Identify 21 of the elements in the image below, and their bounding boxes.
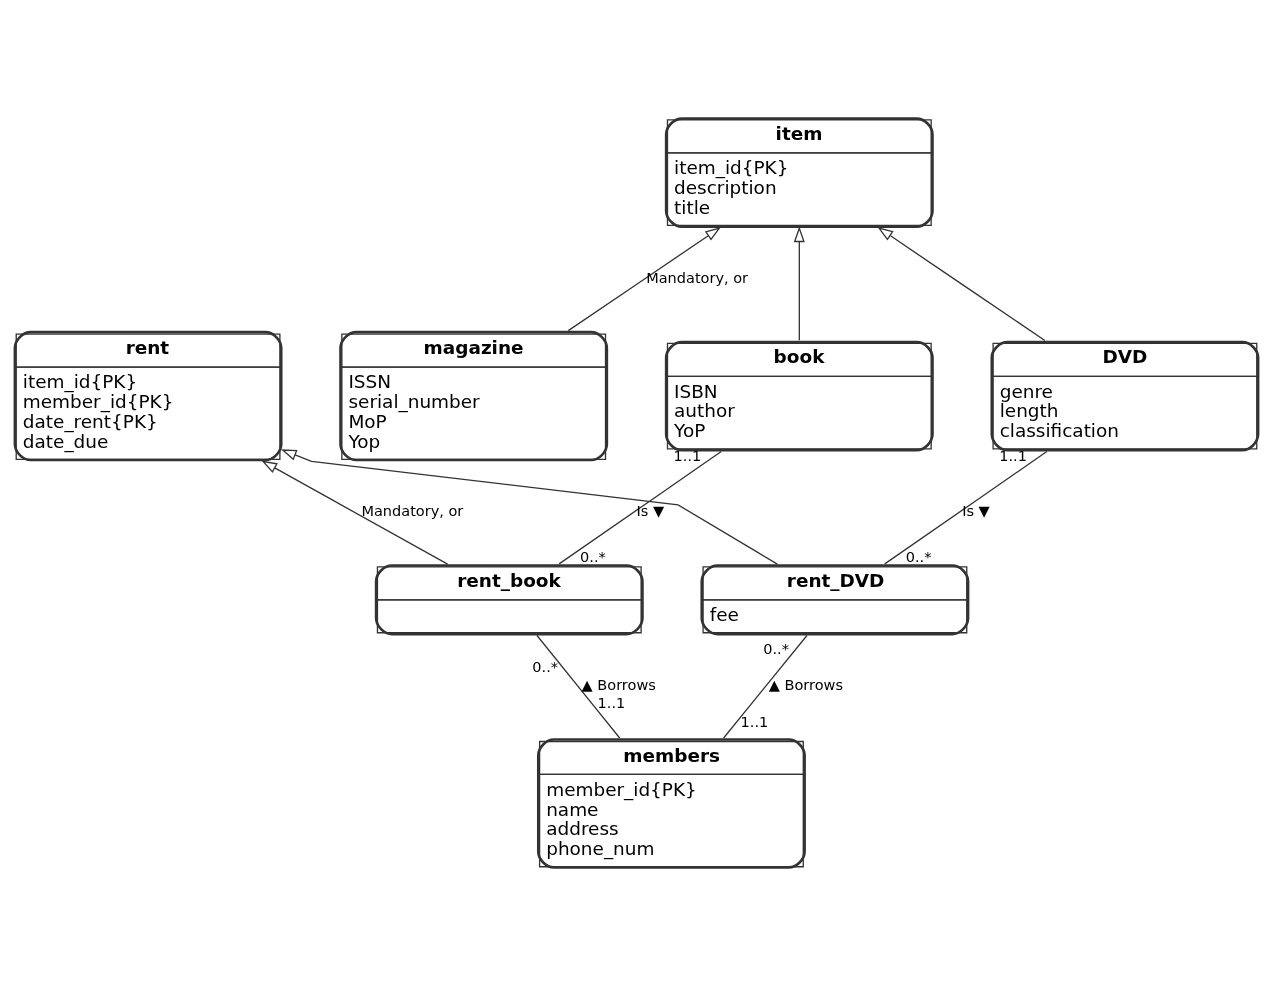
label: 0..* (580, 548, 606, 565)
connector (722, 634, 808, 739)
label: 1..1 (597, 695, 626, 712)
arrow (877, 226, 1046, 342)
label: 0..* (763, 641, 789, 658)
connector (536, 634, 621, 739)
label: 0..* (532, 659, 559, 676)
arrow (261, 460, 449, 565)
arrow (793, 226, 805, 341)
arrow (280, 449, 779, 565)
label: 1..1 (740, 713, 769, 730)
label: 0..* (905, 548, 932, 565)
edge-label: Is ▼ (636, 503, 665, 520)
edge-label: Mandatory, or (361, 503, 464, 520)
edge-label: ▲ Borrows (581, 677, 656, 694)
edge-label: Mandatory, or (646, 270, 749, 287)
edge-label: Is ▼ (962, 503, 990, 520)
connector (884, 450, 1048, 565)
edge-label: ▲ Borrows (768, 677, 844, 694)
connector (558, 450, 722, 565)
arrow (567, 227, 721, 332)
